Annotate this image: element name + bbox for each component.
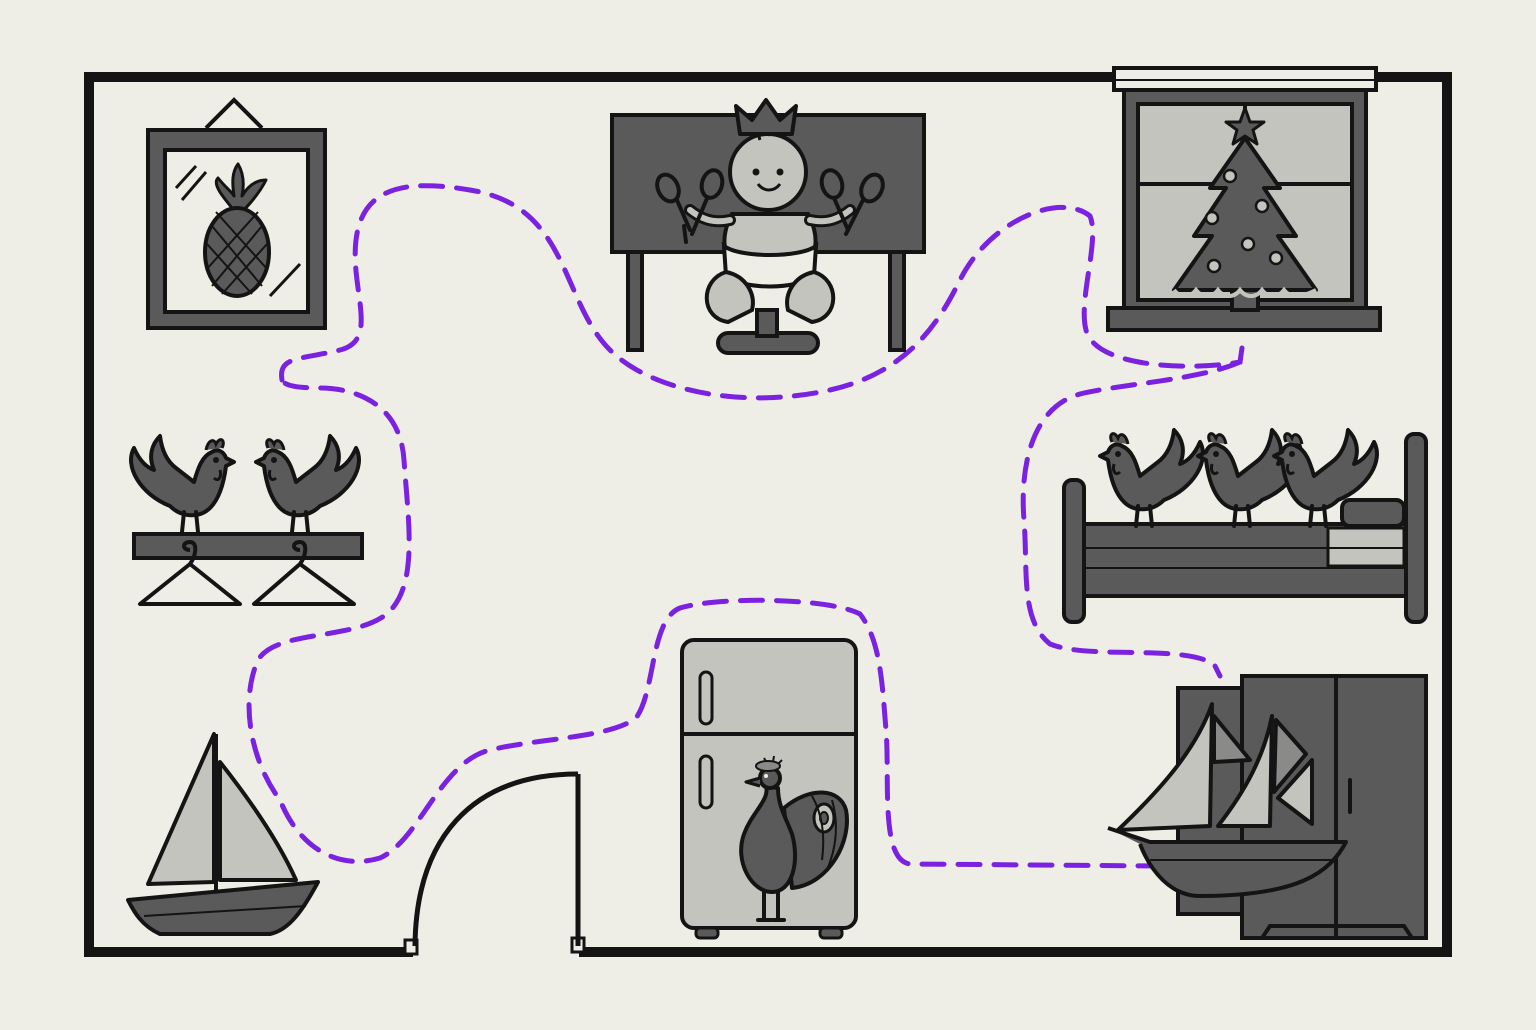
route-path — [246, 183, 1245, 869]
open-door — [412, 771, 581, 947]
rooster-rack-icon — [129, 434, 364, 606]
sailboat-icon — [126, 732, 320, 936]
ship-wardrobe-icon — [1107, 674, 1428, 940]
christmas-tree-icon — [1106, 66, 1382, 332]
baby-spoons-icon — [610, 98, 926, 355]
pineapple-picture-icon — [146, 97, 327, 330]
rooster-bed-icon — [1062, 428, 1428, 624]
peacock-fridge-icon — [680, 638, 858, 940]
